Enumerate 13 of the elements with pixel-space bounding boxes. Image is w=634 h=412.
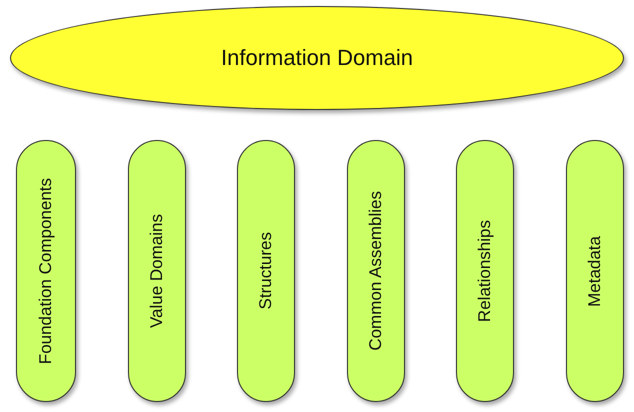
node-label: Relationships — [475, 220, 495, 322]
node-label: Information Domain — [221, 45, 413, 71]
rounded-pill — [456, 140, 514, 402]
node-label: Common Assemblies — [366, 191, 386, 351]
node-label: Structures — [256, 232, 276, 310]
rounded-pill — [566, 140, 624, 402]
node-label: Metadata — [585, 236, 605, 306]
rounded-pill — [16, 140, 76, 402]
rounded-pill — [128, 140, 186, 402]
node-label: Value Domains — [147, 214, 167, 328]
node-label: Foundation Components — [36, 178, 56, 364]
rounded-pill — [237, 140, 295, 402]
rounded-pill — [347, 140, 405, 402]
